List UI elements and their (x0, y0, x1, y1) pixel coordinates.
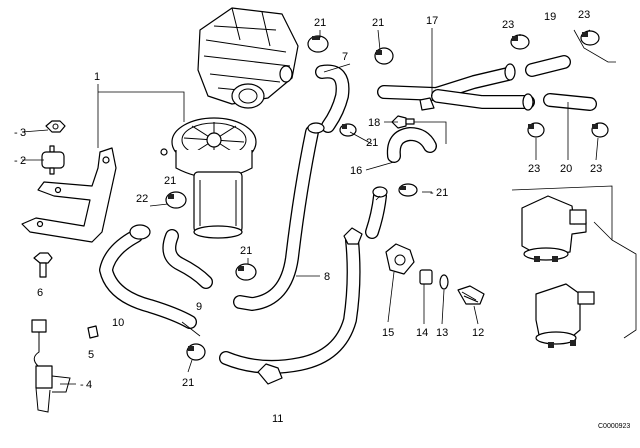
hose-clamp (235, 263, 257, 281)
callout-14: 14 (416, 327, 428, 339)
hose-clamp (398, 183, 418, 197)
hex-bolt-6 (33, 252, 53, 278)
hex-bolt-12 (457, 285, 485, 305)
hose-7 (315, 64, 350, 133)
relay-with-connector (31, 319, 71, 413)
hose-22 (99, 224, 197, 329)
hose-9 (162, 229, 213, 289)
hex-nut (45, 120, 66, 133)
hose-16 (386, 127, 437, 163)
callout-23: 23 (502, 19, 514, 31)
hose-clamp (527, 122, 545, 138)
air-filter-housing (197, 7, 299, 109)
valve-assembly-outline (511, 185, 637, 339)
callout-5: 5 (88, 349, 94, 361)
hose-19 (525, 55, 571, 77)
callout-13: 13 (436, 327, 448, 339)
callout-21: 21 (164, 175, 176, 187)
callout-2: 2 (20, 155, 26, 167)
callout-15: 15 (382, 327, 394, 339)
callout-dash: - (430, 187, 434, 199)
callout-12: 12 (472, 327, 484, 339)
hose-clamp (165, 191, 187, 209)
callout-17: 17 (426, 15, 438, 27)
rubber-mount (41, 145, 65, 175)
hose-20 (543, 93, 597, 111)
callout-3: 3 (20, 127, 26, 139)
callout-dash: - (80, 379, 84, 391)
cable-clip (87, 325, 99, 339)
callout-6: 6 (37, 287, 43, 299)
spacer-sleeve (419, 269, 433, 285)
air-injection-valve-lower (535, 283, 595, 348)
callout-8: 8 (324, 271, 330, 283)
callout-9: 9 (196, 301, 202, 313)
hose-8 (233, 122, 325, 311)
callout-dash: - (14, 127, 18, 139)
drawing-code: C0000923 (598, 423, 630, 430)
secondary-air-pump (160, 117, 257, 239)
callout-23: 23 (590, 163, 602, 175)
pipe-17 (377, 63, 535, 111)
pipe-11 (219, 227, 363, 385)
callout-22: 22 (136, 193, 148, 205)
callout-dash: - (14, 155, 18, 167)
callout-21: 21 (436, 187, 448, 199)
hose-clamp (374, 47, 394, 65)
hose-clamp (186, 343, 206, 361)
callout-1: 1 (94, 71, 100, 83)
callout-labels: 1 - 3 - 2 6 5 - 4 10 9 22 21 21 21 11 8 … (14, 9, 630, 430)
hose-clamp (307, 35, 329, 53)
pipe-fitting-upper (365, 186, 388, 239)
callout-21: 21 (240, 245, 252, 257)
seal-washer (439, 274, 449, 290)
callout-10: 10 (112, 317, 124, 329)
callout-21: 21 (182, 377, 194, 389)
pump-mounting-bracket (21, 147, 117, 243)
hose-clamp (510, 34, 530, 50)
leader-lines (21, 28, 616, 385)
callout-11: 11 (272, 413, 283, 425)
callout-21: 21 (366, 137, 378, 149)
callout-20: 20 (560, 163, 572, 175)
callout-7: 7 (342, 51, 348, 63)
callout-21: 21 (314, 17, 326, 29)
callout-19: 19 (544, 11, 556, 23)
callout-18: 18 (368, 117, 380, 129)
bolt-18 (391, 115, 415, 129)
callout-16: 16 (350, 165, 362, 177)
callout-23: 23 (578, 9, 590, 21)
callout-21: 21 (372, 17, 384, 29)
hose-clamp (591, 122, 609, 138)
air-injection-valve-upper (521, 195, 587, 262)
callout-23: 23 (528, 163, 540, 175)
check-valve (385, 243, 415, 275)
callout-4: 4 (86, 379, 92, 391)
hose-clamp (580, 30, 600, 46)
